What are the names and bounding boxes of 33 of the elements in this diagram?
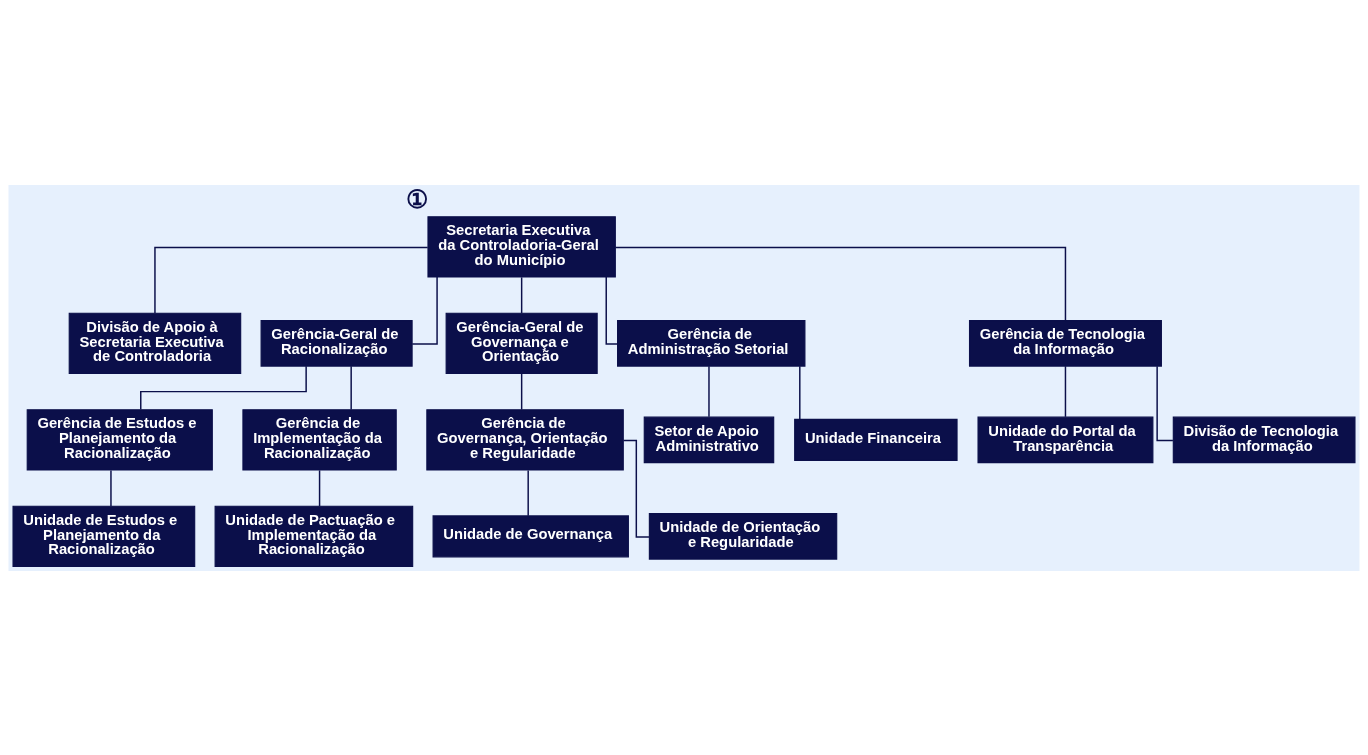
node-box: Unidade de Estudos e Planejamento da Racionalização bbox=[12, 505, 196, 567]
node-box: Gerência de Tecnologia da Informação bbox=[968, 319, 1162, 367]
connector bbox=[799, 365, 801, 420]
connector bbox=[605, 275, 619, 345]
node-box: Secretaria Executiva da Controladoria-Geral do Município bbox=[427, 215, 616, 278]
connector bbox=[614, 246, 1067, 321]
connector bbox=[411, 275, 438, 345]
connector bbox=[1064, 365, 1067, 418]
node-box: Gerência de Administração Setorial bbox=[617, 319, 806, 367]
connector bbox=[140, 365, 307, 410]
node-box: Gerência-Geral de Racionalização bbox=[260, 319, 413, 367]
node-box: Gerência-Geral de Governança e Orientação bbox=[445, 312, 598, 374]
node-box: Divisão de Tecnologia da Informação bbox=[1172, 416, 1356, 463]
node-box: Unidade de Governança bbox=[432, 514, 629, 557]
node-box: Divisão de Apoio à Secretaria Executiva de Controladoria bbox=[68, 312, 242, 374]
node-box: Unidade Financeira bbox=[794, 418, 958, 461]
node-box: Gerência de Governança, Orientação e Regularidade bbox=[426, 408, 624, 471]
connector bbox=[154, 246, 429, 314]
node-box: Unidade de Pactuação e Implementação da Racionalização bbox=[214, 505, 414, 567]
node-box: Gerência de Implementação da Racionalização bbox=[242, 408, 397, 471]
node-box: Setor de Apoio Administrativo bbox=[643, 416, 775, 463]
node-box: Unidade do Portal da Transparência bbox=[977, 416, 1154, 463]
connector bbox=[708, 365, 710, 418]
connector bbox=[350, 365, 352, 410]
connector bbox=[110, 469, 112, 507]
connector bbox=[527, 469, 529, 517]
node-box: Gerência de Estudos e Planejamento da Racionalização bbox=[26, 408, 213, 471]
connector bbox=[520, 372, 523, 410]
connector bbox=[622, 439, 650, 538]
connector bbox=[318, 469, 321, 507]
node-label: ① bbox=[406, 184, 429, 213]
node-box: Unidade de Orientação e Regularidade bbox=[648, 512, 838, 560]
connector bbox=[520, 276, 523, 314]
